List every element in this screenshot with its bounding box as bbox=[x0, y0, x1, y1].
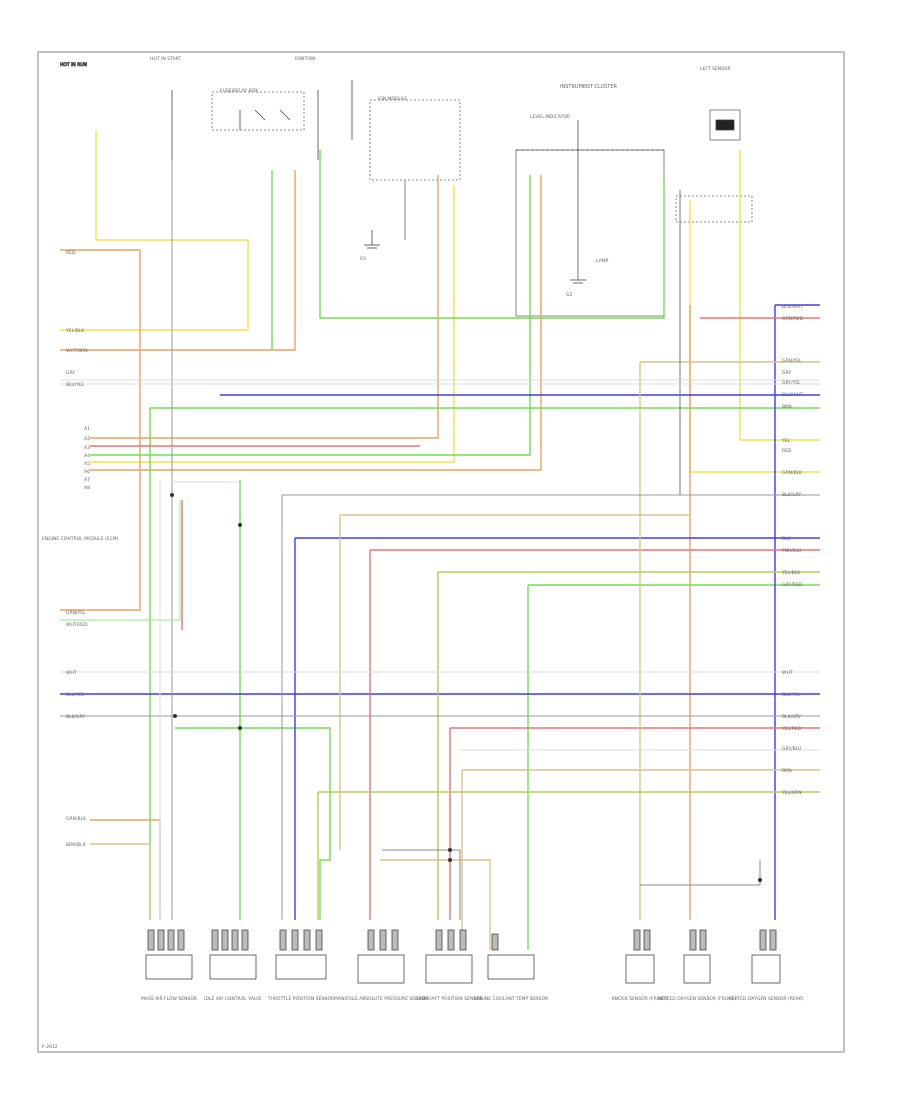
right-label: GRY/BLU bbox=[782, 746, 801, 752]
cluster-label: INSTRUMENT CLUSTER bbox=[560, 84, 618, 90]
ecm-pin-6: A6 bbox=[84, 469, 90, 475]
left-label: BLU/YEL bbox=[66, 382, 85, 388]
ground-g2: G2 bbox=[566, 292, 572, 298]
component-label-iac: IDLE AIR CONTROL VALVE bbox=[204, 996, 262, 1002]
connector-knock bbox=[625, 929, 655, 984]
wires bbox=[60, 130, 820, 950]
component-label-knock: KNOCK SENSOR (FRONT) bbox=[612, 996, 669, 1002]
right-label: YEL/BLK bbox=[781, 570, 801, 576]
right-label: YEL/GRN bbox=[781, 790, 802, 796]
right-label: BLK/GRY bbox=[782, 714, 801, 720]
diagram-frame bbox=[37, 51, 845, 1053]
connector-iac bbox=[209, 929, 257, 980]
right-label: YEL/RED bbox=[781, 726, 802, 732]
component-label-cmp: CAMSHAFT POSITION SENSOR bbox=[415, 996, 483, 1002]
right-label: BLU bbox=[782, 536, 791, 542]
component-label-maf: MASS AIR FLOW SENSOR bbox=[141, 996, 197, 1002]
left-label: YEL/BLK bbox=[65, 328, 85, 334]
left-label: BLK/GRY bbox=[66, 714, 85, 720]
right-label: GRN/BLK bbox=[782, 470, 803, 476]
ground-g1: G1 bbox=[360, 256, 366, 262]
ecm-block: ENGINE CONTROL MODULE (ECM) A1 A2 A3 A4 … bbox=[42, 426, 119, 542]
connector-ho2s-rear bbox=[751, 929, 781, 984]
ecm-name: ENGINE CONTROL MODULE (ECM) bbox=[42, 536, 119, 542]
left-label: GRN/YEL bbox=[66, 610, 86, 616]
fuse-box bbox=[211, 91, 305, 131]
ecm-pin-1: A1 bbox=[84, 426, 90, 432]
label-hot-run: HOT IN RUN bbox=[60, 62, 87, 68]
bottom-components bbox=[145, 929, 781, 984]
right-label: YEL bbox=[781, 438, 791, 444]
right-label: GRY/RED bbox=[782, 582, 803, 588]
ecm-pin-8: A8 bbox=[84, 485, 90, 491]
right-label: BLK/WHT bbox=[782, 304, 803, 310]
right-label: BRN bbox=[782, 768, 792, 774]
right-label: BLU/YEL bbox=[782, 692, 801, 698]
left-label: BRN/BLK bbox=[66, 842, 87, 848]
connector-ect bbox=[487, 933, 535, 980]
top-components: HOT IN RUN FUSE/RELAY BOX HOT IN START I… bbox=[60, 56, 753, 317]
bottom-labels: MASS AIR FLOW SENSOR IDLE AIR CONTROL VA… bbox=[141, 996, 804, 1002]
right-label: PNK/BLU bbox=[782, 548, 801, 554]
right-label: GRY/YEL bbox=[782, 380, 801, 386]
left-label: WHT/RED bbox=[66, 622, 88, 628]
left-label: BLU/YEL bbox=[66, 692, 85, 698]
component-label-ect: ENGINE COOLANT TEMP SENSOR bbox=[474, 996, 548, 1002]
connector-tps bbox=[275, 929, 327, 980]
left-sensor bbox=[709, 109, 741, 141]
left-label: RED bbox=[66, 250, 76, 256]
cluster-lamp: LAMP bbox=[596, 258, 609, 264]
ecm-pin-7: A7 bbox=[84, 477, 90, 483]
right-label: GRN/YEL bbox=[782, 358, 802, 364]
component-label-tps: THROTTLE POSITION SENSOR bbox=[267, 996, 334, 1002]
right-label: RED bbox=[782, 448, 792, 454]
left-label: GRN/BLK bbox=[66, 816, 87, 822]
ign-module-label: IGN MODULE bbox=[378, 96, 407, 102]
connector-ho2s-front bbox=[683, 929, 711, 984]
right-labels: BLK/WHT GRN/RED GRN/YEL GRY GRY/YEL BLU/… bbox=[781, 304, 803, 796]
ecm-pin-3: A3 bbox=[84, 445, 90, 451]
ecm-pin-2: A2 bbox=[84, 436, 90, 442]
connector-map bbox=[357, 929, 405, 984]
instrument-cluster bbox=[515, 149, 665, 317]
right-label: WHT bbox=[782, 670, 793, 676]
right-label: GRN/RED bbox=[782, 316, 803, 322]
splice-points bbox=[170, 493, 762, 882]
left-sensor-label: LEFT SENSOR bbox=[700, 66, 731, 72]
left-label: WHT/BRN bbox=[66, 348, 88, 354]
label-ignition: IGNITION bbox=[295, 56, 316, 62]
right-label: BRN bbox=[782, 404, 792, 410]
connector-cmp bbox=[425, 929, 473, 984]
ecm-pin-4: A4 bbox=[84, 453, 90, 459]
ecm-pin-5: A5 bbox=[84, 461, 90, 467]
right-label: BLK/GRY bbox=[782, 492, 801, 498]
fuse-box-label: FUSE/RELAY BOX bbox=[220, 88, 258, 94]
connector-maf bbox=[145, 929, 193, 980]
cluster-control-label: LEVEL INDICATOR bbox=[530, 114, 570, 120]
left-label: GRY bbox=[66, 370, 75, 376]
component-label-map: MANIFOLD ABSOLUTE PRESSURE SENSOR bbox=[334, 996, 428, 1002]
ign-module bbox=[369, 99, 461, 181]
component-label-ho2s-front: HEATED OXYGEN SENSOR (FRONT) bbox=[658, 996, 737, 1002]
right-label: GRY bbox=[782, 370, 791, 376]
footer-code: F-2012 bbox=[42, 1044, 58, 1050]
left-label: WHT bbox=[66, 670, 77, 676]
component-label-ho2s-rear: HEATED OXYGEN SENSOR (REAR) bbox=[728, 996, 804, 1002]
right-label: BLU/WHT bbox=[782, 392, 803, 398]
label-hot-start: HOT IN START bbox=[150, 56, 181, 62]
left-labels: RED YEL/BLK WHT/BRN GRY BLU/YEL GRN/YEL … bbox=[65, 250, 88, 848]
